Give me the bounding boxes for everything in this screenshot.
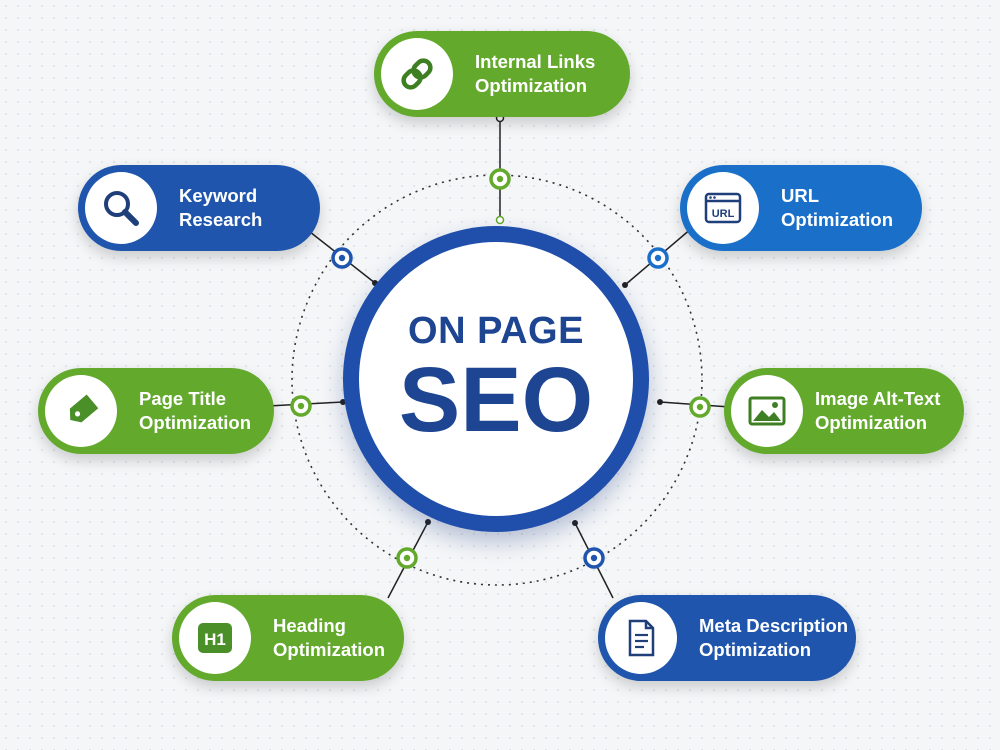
node-heading: H1 Heading Optimization — [172, 595, 404, 681]
node-internal-links-line2: Optimization — [475, 75, 588, 96]
hub-inner: ON PAGE SEO — [359, 242, 633, 516]
connector-meta-description — [572, 520, 614, 599]
outer-dotted-ring — [291, 174, 703, 586]
tag-icon — [45, 375, 117, 447]
connector-image-alt-text — [657, 396, 731, 418]
node-keyword-research: Keyword Research — [78, 165, 320, 251]
node-meta-description-line1: Meta Description — [699, 615, 849, 636]
node-keyword-research-line1: Keyword — [179, 185, 258, 206]
hub-title-line1: ON PAGE — [408, 310, 584, 352]
node-internal-links-line1: Internal Links — [475, 51, 596, 72]
node-image-alt-text-line1: Image Alt-Text — [815, 388, 941, 409]
hub-circle: ON PAGE SEO — [343, 226, 649, 532]
node-url-label: URL Optimization — [781, 184, 893, 232]
url-icon-text: URL — [712, 208, 735, 220]
url-browser-icon: URL — [687, 172, 759, 244]
node-page-title-line1: Page Title — [139, 388, 227, 409]
connector-url — [622, 227, 693, 288]
node-keyword-research-line2: Research — [179, 209, 263, 230]
node-meta-description: Meta Description Optimization — [598, 595, 856, 681]
h1-icon-text: H1 — [204, 630, 226, 649]
node-heading-line2: Optimization — [273, 639, 386, 660]
connector-heading — [387, 519, 431, 599]
node-internal-links-label: Internal Links Optimization — [475, 50, 595, 98]
node-page-title-line2: Optimization — [139, 412, 252, 433]
link-icon — [381, 38, 453, 110]
node-meta-description-line2: Optimization — [699, 639, 812, 660]
node-url-line1: URL — [781, 185, 820, 206]
hub-title-line2: SEO — [398, 349, 594, 451]
node-image-alt-text-line2: Optimization — [815, 412, 928, 433]
node-internal-links: Internal Links Optimization — [374, 31, 630, 117]
document-icon — [605, 602, 677, 674]
node-heading-label: Heading Optimization — [273, 614, 385, 662]
search-icon — [85, 172, 157, 244]
connector-internal-links — [489, 113, 511, 225]
node-image-alt-text-label: Image Alt-Text Optimization — [815, 387, 940, 435]
connector-keyword-research — [304, 227, 378, 286]
node-meta-description-label: Meta Description Optimization — [699, 614, 848, 662]
image-icon — [731, 375, 803, 447]
node-image-alt-text: Image Alt-Text Optimization — [724, 368, 964, 454]
connector-page-title — [267, 395, 346, 417]
node-keyword-research-label: Keyword Research — [179, 184, 262, 232]
h1-icon: H1 — [179, 602, 251, 674]
node-page-title-label: Page Title Optimization — [139, 387, 251, 435]
node-url: URL URL Optimization — [680, 165, 922, 251]
node-url-line2: Optimization — [781, 209, 894, 230]
node-page-title: Page Title Optimization — [38, 368, 274, 454]
node-heading-line1: Heading — [273, 615, 346, 636]
